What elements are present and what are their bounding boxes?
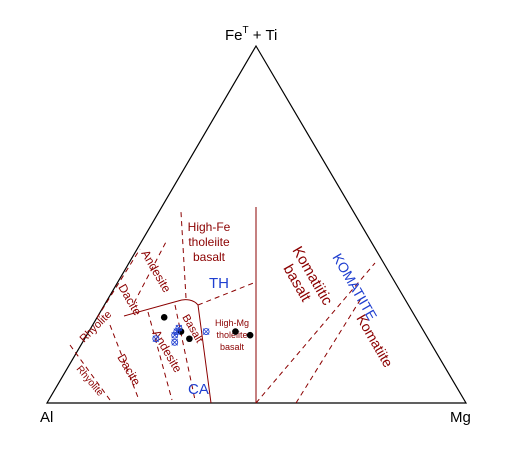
- series-label-th: TH: [209, 275, 229, 292]
- sample-point: [186, 335, 193, 343]
- label-high-fe-3: basalt: [193, 250, 226, 264]
- apex-label-feti: FeT + Ti: [225, 25, 277, 44]
- series-label-komatiite: KOMATIITE: [329, 251, 380, 323]
- boundary-ca-rhyolite: [69, 344, 111, 401]
- sample-point: [160, 314, 168, 321]
- sample-point-alt: [171, 331, 179, 339]
- boundary-ca-andesite-dacite: [147, 311, 173, 401]
- sample-point-alt: [171, 338, 179, 346]
- boundary-komatiite: [295, 296, 363, 404]
- label-high-mg-2: tholeiite: [216, 330, 247, 340]
- field-labels: High-Fe tholeiite basalt High-Mg tholeii…: [74, 220, 397, 399]
- sample-points: [152, 314, 254, 346]
- sample-point-alt: [173, 328, 181, 336]
- label-high-mg-1: High-Mg: [215, 318, 249, 328]
- sample-point-alt: [175, 324, 183, 332]
- series-label-ca: CA: [188, 381, 209, 398]
- label-ca-rhyolite: Rhyolite: [74, 364, 106, 399]
- label-high-fe-1: High-Fe: [188, 220, 231, 234]
- dashed-boundaries: [69, 211, 376, 404]
- boundary-ca-dacite-rhyolite: [109, 324, 140, 401]
- sample-point-alt: [202, 328, 210, 336]
- boundary-high-fe: [180, 211, 187, 299]
- boundary-th-dacite-rhyolite: [96, 248, 141, 319]
- sample-point: [246, 331, 254, 339]
- apex-label-al: Al: [40, 409, 53, 426]
- label-th-rhyolite: Rhyolite: [78, 309, 115, 346]
- boundary-ca-basalt-andesite: [174, 304, 196, 401]
- boundary-high-mg: [197, 281, 257, 306]
- boundary-komatiitic-basalt: [255, 262, 376, 404]
- label-th-dacite: Dacite: [115, 282, 144, 319]
- th-ca-boundary: [123, 299, 212, 404]
- label-ca-dacite: Dacite: [114, 352, 143, 389]
- sample-point-alt: [152, 335, 160, 343]
- label-high-mg-3: basalt: [220, 342, 245, 352]
- label-komatiite: Komatiite: [353, 312, 396, 371]
- label-th-andesite: Andesite: [138, 248, 174, 296]
- sample-point: [232, 328, 239, 335]
- apex-label-mg: Mg: [450, 409, 471, 426]
- label-high-fe-2: tholeiite: [188, 235, 230, 249]
- boundary-th-andesite-dacite: [133, 239, 168, 304]
